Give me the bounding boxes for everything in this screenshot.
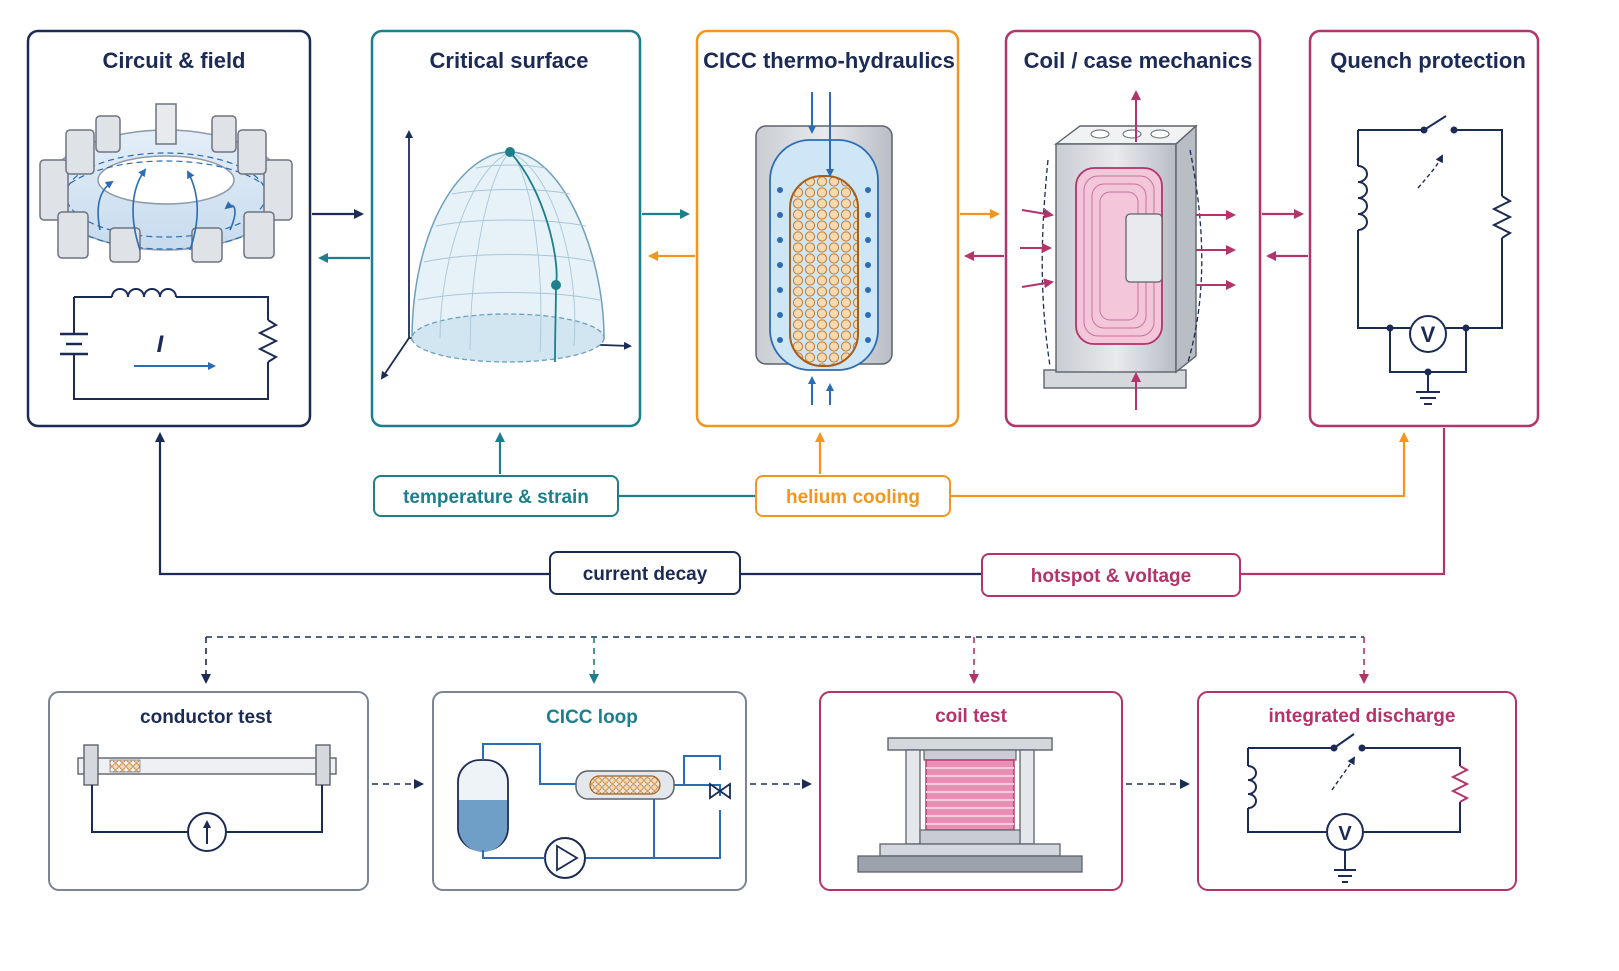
panel-title-circuit: Circuit & field (102, 48, 245, 73)
feedback-loops (155, 428, 1446, 576)
test-coil: coil test (819, 691, 1123, 891)
label-hotspot-voltage: hotspot & voltage (981, 553, 1241, 597)
critical-surface-dome-icon (380, 130, 632, 380)
test-conductor: conductor test (48, 691, 369, 891)
svg-text:helium cooling: helium cooling (786, 487, 920, 508)
panel-quench-protection: Quench protection V (1308, 29, 1540, 428)
current-symbol-label: I (157, 331, 165, 358)
cicc-conductor-icon (755, 92, 893, 405)
test-title-conductor: conductor test (140, 707, 273, 728)
panel-coil-case-mechanics: Coil / case mechanics (1004, 29, 1262, 428)
rl-circuit-icon (60, 288, 279, 400)
cicc-loop-icon (457, 743, 731, 879)
svg-text:current decay: current decay (583, 564, 708, 585)
test-title-cicc-loop: CICC loop (546, 707, 638, 728)
panel-title-critical: Critical surface (430, 48, 589, 73)
panel-title-coil: Coil / case mechanics (1024, 48, 1253, 73)
panel-title-cicc: CICC thermo-hydraulics (703, 48, 955, 73)
panel-critical-surface: Critical surface (370, 29, 642, 428)
label-temperature-strain: temperature & strain (373, 475, 619, 517)
voltmeter-symbol: V (1421, 322, 1436, 347)
test-cicc-loop: CICC loop (432, 691, 747, 891)
test-title-integrated-discharge: integrated discharge (1269, 706, 1456, 727)
coil-case-icon (1020, 90, 1236, 410)
conductor-sample-icon (77, 744, 337, 852)
voltmeter-symbol-discharge: V (1338, 823, 1352, 845)
panel-cicc-thermo-hydraulics: CICC thermo-hydraulics (695, 29, 960, 428)
test-title-coil: coil test (935, 706, 1007, 727)
test-distribution-lines (201, 636, 1369, 789)
svg-text:temperature & strain: temperature & strain (403, 487, 589, 508)
discharge-circuit-icon (1247, 733, 1470, 883)
coupling-arrows (312, 209, 1308, 263)
tokamak-torus-icon (39, 103, 293, 263)
label-current-decay: current decay (549, 551, 741, 595)
quench-circuit-icon (1357, 115, 1513, 405)
svg-text:hotspot & voltage: hotspot & voltage (1031, 566, 1191, 587)
coil-press-icon (857, 737, 1083, 873)
test-integrated-discharge: integrated discharge V (1197, 691, 1517, 891)
label-helium-cooling: helium cooling (755, 475, 951, 517)
panel-circuit-field: Circuit & field (26, 29, 312, 428)
panel-title-quench: Quench protection (1330, 48, 1526, 73)
